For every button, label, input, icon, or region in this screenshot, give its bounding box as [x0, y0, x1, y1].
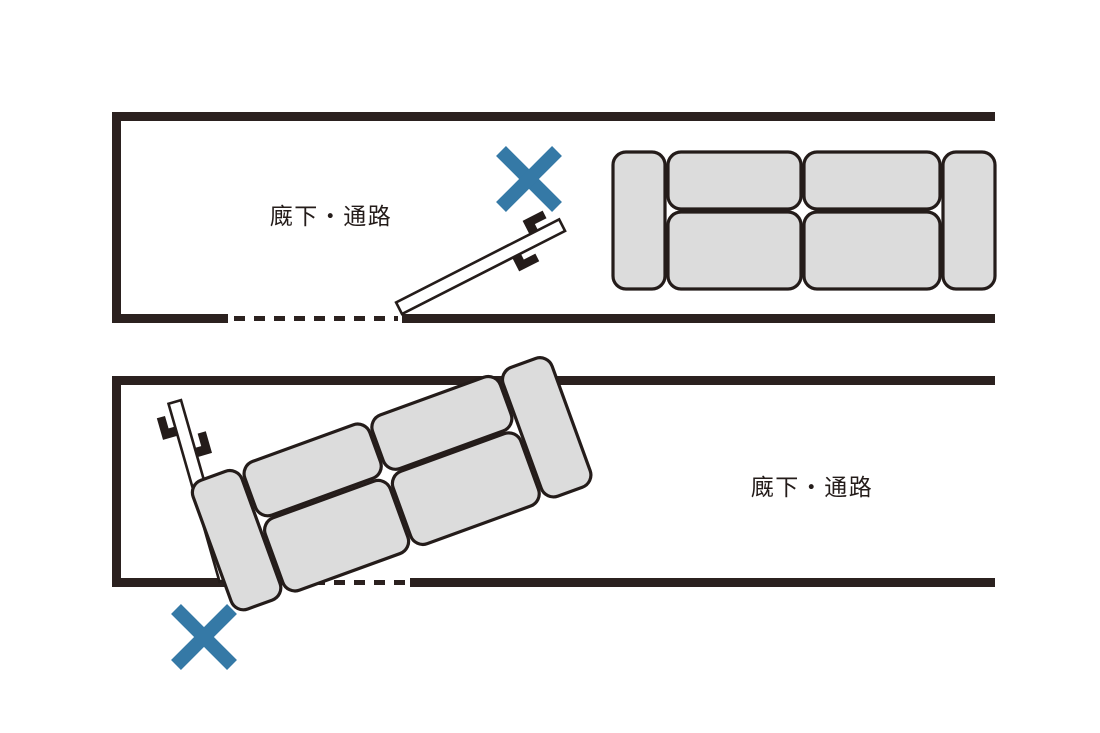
door-hardware-mark-near	[195, 431, 212, 457]
wall-bottom-left-segment	[112, 314, 228, 323]
sofa-arm-left	[611, 150, 667, 291]
sofa-arm-right	[500, 356, 593, 499]
sofa-backrest-2	[802, 150, 942, 211]
sofa-group	[190, 356, 593, 612]
door-leaf-top	[394, 210, 567, 316]
corridor-label-top: 廐下・通路	[270, 204, 393, 230]
sofa-top	[611, 150, 997, 291]
sofa-cushion-2	[802, 210, 942, 291]
sofa-cushion-2	[390, 431, 541, 547]
sofa-arm-left	[190, 468, 283, 612]
cross-stroke-b	[496, 146, 562, 212]
wall-bottom-left-segment	[112, 578, 228, 587]
wall-bottom-right-segment	[410, 578, 995, 587]
door-hardware-mark-far	[156, 415, 177, 440]
sofa-cushion-1	[263, 478, 411, 593]
sofa-backrest-2	[370, 374, 514, 471]
cross-group	[496, 146, 562, 212]
blue-x-mark-bottom	[171, 604, 237, 670]
diagram-bottom: 廐下・通路	[112, 356, 995, 670]
sofa-arm-right	[941, 150, 997, 291]
door-hardware-mark-far	[522, 210, 547, 234]
door-slab	[394, 217, 567, 316]
wall-left	[112, 112, 121, 323]
wall-left	[112, 376, 121, 587]
diagram-top: 廐下・通路	[112, 112, 997, 323]
corridor-label-bottom: 廐下・通路	[751, 475, 874, 501]
wall-top	[112, 112, 995, 121]
blue-x-mark-top	[496, 146, 562, 212]
cross-group	[171, 604, 237, 670]
door-group	[394, 210, 567, 316]
corridor-walls-top	[112, 112, 995, 323]
sofa-backrest-1	[666, 150, 803, 211]
sofa-cushion-1	[666, 210, 803, 291]
cross-stroke-b	[171, 604, 237, 670]
wall-bottom-right-segment	[402, 314, 995, 323]
sofa-bottom	[190, 356, 593, 612]
sofa-backrest-1	[242, 422, 383, 518]
door-hardware-mark-near	[512, 253, 540, 272]
sofa-group	[611, 150, 997, 291]
